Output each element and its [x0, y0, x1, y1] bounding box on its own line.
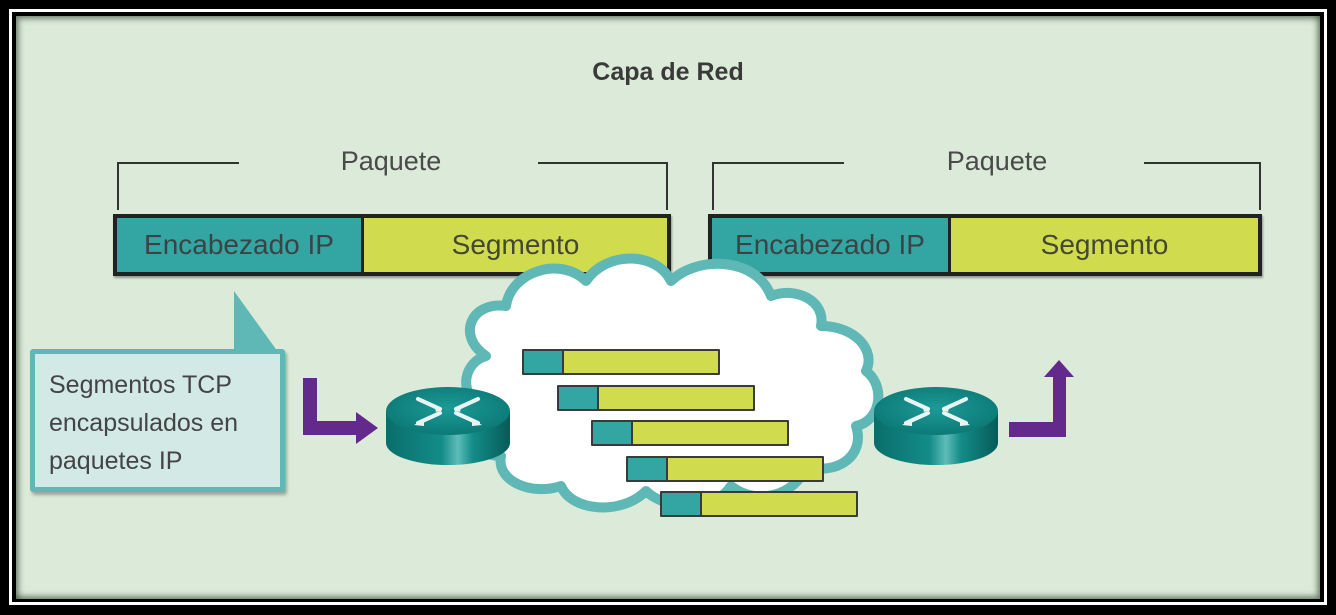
cloud-packet: [591, 420, 789, 446]
packet-bracket-left: [712, 162, 844, 210]
packet-label: Paquete: [340, 146, 442, 176]
diagram-title: Capa de Red: [592, 58, 744, 86]
cloud-packet: [625, 455, 824, 482]
cloud-packet: [522, 349, 720, 375]
cloud-packet-header: [662, 493, 702, 515]
packet-bracket-right: [1144, 162, 1261, 210]
callout-pointer: [234, 291, 278, 352]
cloud-packet-segment: [564, 351, 718, 373]
cloud-packet-segment: [633, 422, 787, 444]
arrow-in-icon: [303, 378, 378, 444]
callout-box: Segmentos TCP encapsulados en paquetes I…: [30, 349, 285, 492]
packet-bracket-left: [117, 162, 239, 210]
callout-line: paquetes IP: [49, 447, 183, 475]
segment: Segmento: [364, 218, 667, 272]
cloud-packet-header: [558, 386, 599, 409]
cloud-packet-segment: [667, 457, 822, 480]
cloud-packet-header: [627, 457, 668, 480]
router-icon: [874, 387, 998, 465]
packet-label: Paquete: [946, 146, 1048, 176]
cloud-packet-header: [593, 422, 633, 444]
ip-header: Encabezado IP: [117, 218, 364, 272]
cloud-packet-segment: [702, 493, 856, 515]
packet-bracket-right: [538, 162, 668, 210]
packet: Encabezado IP Segmento: [708, 214, 1262, 276]
cloud-packet: [556, 384, 755, 411]
router-icon: [386, 387, 510, 465]
segment: Segmento: [951, 218, 1258, 272]
callout-line: Segmentos TCP: [49, 371, 232, 399]
cloud-packet-segment: [598, 386, 753, 409]
diagram-canvas: Capa de Red Paquete Encabezado IP Segmen…: [16, 16, 1320, 599]
callout-line: encapsulados en: [49, 409, 239, 437]
packet: Encabezado IP Segmento: [113, 214, 671, 276]
callout-text: Segmentos TCP encapsulados en paquetes I…: [49, 366, 238, 480]
ip-header: Encabezado IP: [712, 218, 951, 272]
cloud-packet: [660, 491, 858, 517]
arrow-out-icon: [1009, 360, 1074, 437]
cloud-packet-header: [524, 351, 564, 373]
